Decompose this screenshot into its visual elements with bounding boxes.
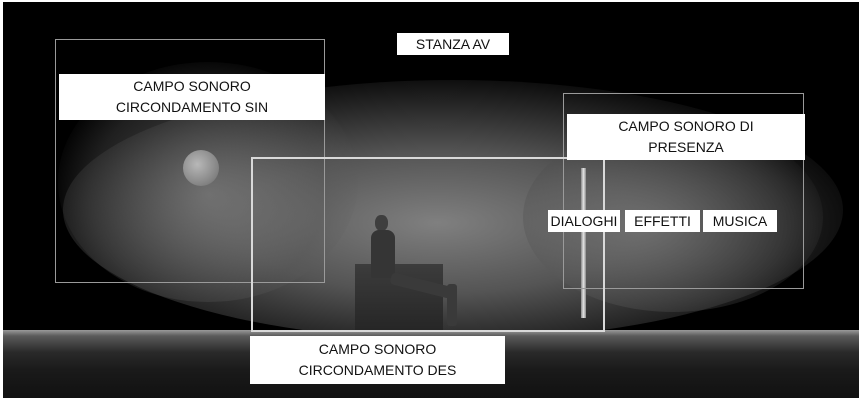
room-label-text: STANZA AV bbox=[415, 35, 491, 52]
channel-musica: MUSICA bbox=[703, 210, 777, 232]
presence-label: CAMPO SONORO DI PRESENZA bbox=[567, 114, 805, 160]
presence-label-line2: PRESENZA bbox=[648, 139, 724, 155]
room-label: STANZA AV bbox=[397, 33, 509, 55]
left-speaker-icon bbox=[183, 150, 219, 186]
left-surround-label: CAMPO SONORO CIRCONDAMENTO SIN bbox=[59, 74, 325, 120]
right-surround-label-line1: CAMPO SONORO bbox=[318, 341, 437, 357]
channel-dialoghi: DIALOGHI bbox=[548, 210, 620, 232]
presence-zone bbox=[563, 93, 804, 289]
right-surround-label-line2: CIRCONDAMENTO DES bbox=[298, 362, 457, 378]
listener-body-icon bbox=[371, 230, 395, 278]
listener-shin-icon bbox=[447, 284, 457, 326]
right-surround-zone bbox=[251, 157, 605, 332]
listener-head-icon bbox=[375, 215, 388, 231]
sound-field-diagram: STANZA AV CAMPO SONORO CIRCONDAMENTO SIN… bbox=[3, 2, 859, 398]
front-speaker-bar-icon bbox=[581, 168, 586, 318]
left-surround-zone bbox=[55, 39, 325, 283]
left-surround-label-line2: CIRCONDAMENTO SIN bbox=[115, 99, 269, 115]
left-surround-label-line1: CAMPO SONORO bbox=[133, 78, 251, 94]
right-surround-label: CAMPO SONORO CIRCONDAMENTO DES bbox=[250, 336, 505, 384]
presence-label-line1: CAMPO SONORO DI bbox=[618, 118, 754, 134]
channel-effetti: EFFETTI bbox=[625, 210, 700, 232]
